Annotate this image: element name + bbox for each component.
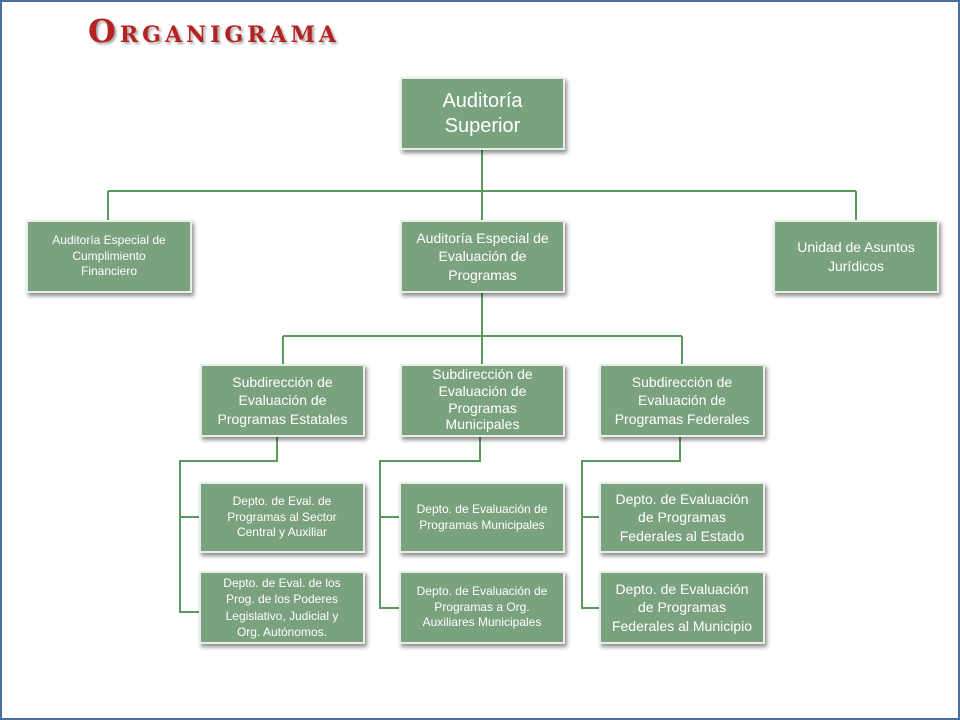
- node-label: Depto. de Evaluación de Programas Munici…: [416, 501, 548, 532]
- node-label: Unidad de Asuntos Jurídicos: [797, 239, 915, 274]
- node-depto-federales-estado: Depto. de Evaluación de Programas Federa…: [599, 482, 765, 553]
- node-depto-sector-central: Depto. de Eval. de Programas al Sector C…: [199, 482, 365, 553]
- node-subdireccion-estatales: Subdirección de Evaluación de Programas …: [200, 364, 365, 437]
- node-subdireccion-municipales: Subdirección de Evaluación de Programas …: [400, 364, 565, 437]
- node-label: Depto. de Eval. de Programas al Sector C…: [227, 494, 337, 540]
- node-label: Depto. de Evaluación de Programas Federa…: [611, 581, 753, 634]
- node-auditoria-especial-evaluacion: Auditoría Especial de Evaluación de Prog…: [400, 220, 565, 293]
- connector-line: [581, 436, 681, 609]
- page-title: Organigrama: [88, 12, 340, 50]
- node-auditoria-especial-cumplimiento: Auditoría Especial de Cumplimiento Finan…: [26, 220, 192, 293]
- connector-line: [179, 436, 278, 613]
- node-label: Depto. de Evaluación de Programas Federa…: [615, 491, 749, 544]
- node-depto-poderes: Depto. de Eval. de los Prog. de los Pode…: [199, 571, 365, 644]
- node-label: Subdirección de Evaluación de Programas …: [432, 366, 533, 433]
- node-label: Auditoría Superior: [442, 89, 523, 137]
- node-depto-org-auxiliares: Depto. de Evaluación de Programas a Org.…: [399, 571, 565, 644]
- node-depto-programas-municipales: Depto. de Evaluación de Programas Munici…: [399, 482, 565, 553]
- node-unidad-asuntos-juridicos: Unidad de Asuntos Jurídicos: [773, 220, 939, 293]
- node-label: Subdirección de Evaluación de Programas …: [614, 374, 750, 427]
- node-subdireccion-federales: Subdirección de Evaluación de Programas …: [599, 364, 765, 437]
- node-auditoria-superior: Auditoría Superior: [400, 77, 565, 150]
- node-label: Auditoría Especial de Evaluación de Prog…: [416, 230, 549, 283]
- node-depto-federales-municipio: Depto. de Evaluación de Programas Federa…: [599, 571, 765, 644]
- node-label: Subdirección de Evaluación de Programas …: [217, 374, 348, 427]
- node-label: Depto. de Eval. de los Prog. de los Pode…: [223, 576, 341, 639]
- connector-line: [379, 436, 481, 609]
- node-label: Auditoría Especial de Cumplimiento Finan…: [52, 233, 166, 279]
- node-label: Depto. de Evaluación de Programas a Org.…: [416, 584, 548, 630]
